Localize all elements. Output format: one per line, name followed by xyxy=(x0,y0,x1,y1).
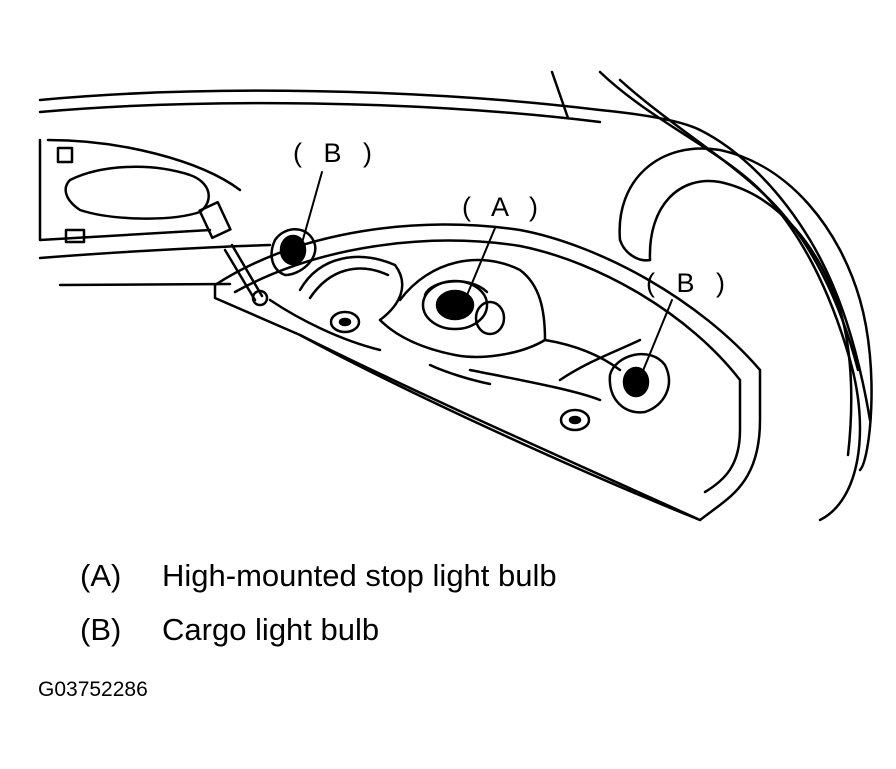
legend-code-a: (A) xyxy=(80,558,122,593)
leader-lines xyxy=(299,171,673,379)
light-housing xyxy=(213,223,762,522)
callout-b-right: ( B ) xyxy=(646,268,732,298)
wiring-harness xyxy=(298,255,642,402)
mounting-bosses xyxy=(329,310,591,432)
legend-text-b: Cargo light bulb xyxy=(162,612,380,647)
legend-code-b: (B) xyxy=(80,612,122,647)
callout-a-center: ( A ) xyxy=(462,192,546,222)
legend-row-b: (B) Cargo light bulb xyxy=(80,612,379,648)
legend-row-a: (A) High-mounted stop light bulb xyxy=(80,558,557,594)
left-trim-panel xyxy=(38,138,272,287)
legend-text-a: High-mounted stop light bulb xyxy=(162,558,557,593)
stop-light-bulb-a xyxy=(421,279,506,336)
cargo-light-bulb-b-right xyxy=(608,352,671,414)
callout-b-left: ( B ) xyxy=(293,138,379,168)
figure-id: G03752286 xyxy=(38,678,148,701)
cargo-light-bulb-b-left xyxy=(198,200,317,307)
stop-light-assembly-illustration xyxy=(38,70,873,522)
weather-seal xyxy=(618,147,873,472)
